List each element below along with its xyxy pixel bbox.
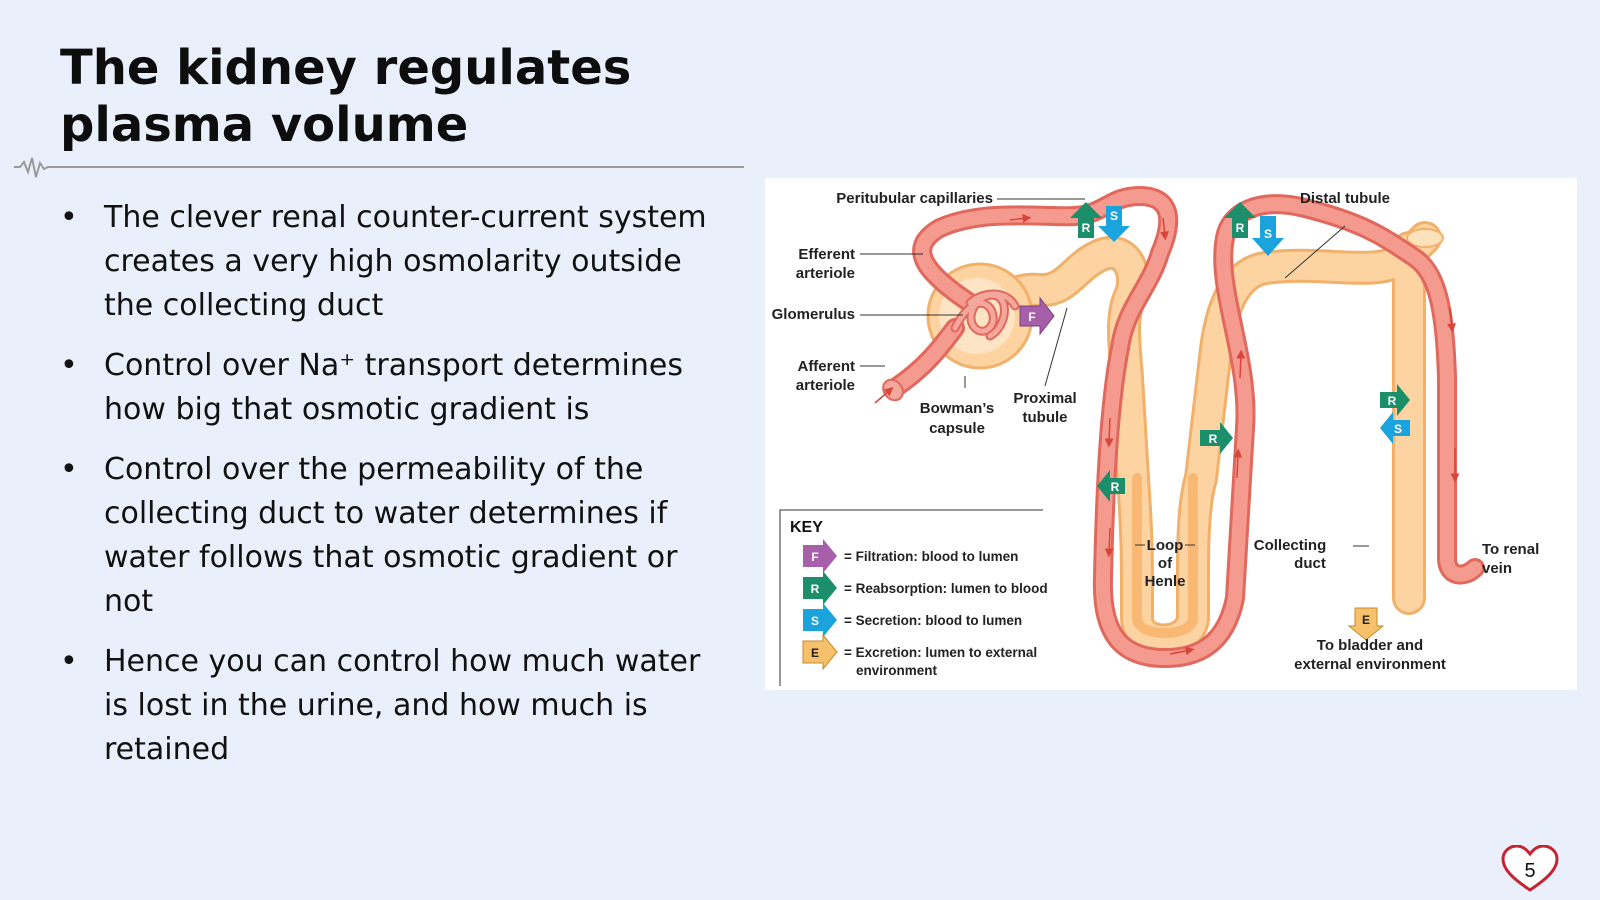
- label-efferent-arteriole: Efferent: [798, 246, 855, 263]
- svg-text:environment: environment: [856, 663, 938, 678]
- excretion-arrow-icon: E: [1347, 607, 1385, 641]
- svg-text:E: E: [811, 646, 819, 660]
- filtration-arrow-icon: F: [1019, 296, 1055, 336]
- label-to-renal-vein: To renal: [1482, 541, 1539, 558]
- svg-text:F: F: [811, 550, 818, 564]
- svg-text:capsule: capsule: [929, 420, 985, 437]
- heartbeat-divider: [14, 157, 744, 178]
- leader-lines: [860, 198, 1369, 547]
- svg-text:external environment: external environment: [1294, 656, 1446, 673]
- key-heading: KEY: [790, 519, 823, 536]
- svg-text:S: S: [1394, 422, 1402, 436]
- reabsorption-arrow-icon: R: [1380, 384, 1410, 416]
- slide-title-line-2: plasma volume: [60, 97, 469, 153]
- svg-text:S: S: [811, 614, 819, 628]
- svg-text:of: of: [1158, 555, 1173, 572]
- secretion-arrow-icon: S: [1252, 216, 1284, 256]
- bullet-item: The clever renal counter-current system …: [60, 196, 720, 328]
- key-secretion-label: = Secretion: blood to lumen: [844, 613, 1022, 628]
- svg-text:R: R: [1388, 394, 1397, 408]
- label-proximal-tubule: Proximal: [1013, 390, 1076, 407]
- label-distal-tubule: Distal tubule: [1300, 190, 1390, 207]
- svg-text:arteriole: arteriole: [796, 377, 855, 394]
- svg-text:F: F: [1028, 310, 1035, 324]
- secretion-arrow-icon: S: [1098, 206, 1130, 242]
- slide-title: The kidney regulates plasma volume: [60, 40, 740, 154]
- key-reabsorption-icon: R: [803, 571, 837, 605]
- key-secretion-icon: S: [803, 603, 837, 637]
- page-number: 5: [1524, 860, 1536, 882]
- svg-text:Henle: Henle: [1145, 573, 1186, 590]
- diagram-labels: Peritubular capillaries Efferent arterio…: [772, 190, 1540, 673]
- svg-text:R: R: [1236, 221, 1245, 235]
- key-reabsorption-label: = Reabsorption: lumen to blood: [844, 581, 1048, 596]
- key-filtration-label: = Filtration: blood to lumen: [844, 549, 1018, 564]
- bullet-item: Control over Na⁺ transport determines ho…: [60, 344, 720, 432]
- nephron-diagram: F R S R S R R R S E: [765, 178, 1577, 690]
- svg-text:tubule: tubule: [1023, 409, 1068, 426]
- label-loop-of-henle: Loop: [1147, 537, 1184, 554]
- svg-text:S: S: [1110, 209, 1118, 223]
- label-bowmans-capsule: Bowman’s: [920, 400, 994, 417]
- nephron-tubule: [958, 221, 1444, 658]
- label-collecting-duct: Collecting: [1254, 537, 1327, 554]
- bullet-item: Hence you can control how much water is …: [60, 640, 720, 772]
- reabsorption-arrow-icon: R: [1200, 422, 1233, 454]
- svg-text:S: S: [1264, 227, 1272, 241]
- svg-text:R: R: [1111, 480, 1120, 494]
- label-peritubular-capillaries: Peritubular capillaries: [836, 190, 993, 207]
- bullet-item: Control over the permeability of the col…: [60, 448, 720, 624]
- reabsorption-arrow-icon: R: [1224, 202, 1256, 238]
- diagram-key: KEY F = Filtration: blood to lumen R = R…: [779, 509, 1048, 686]
- svg-text:duct: duct: [1294, 555, 1326, 572]
- page-number-badge: 5: [1500, 844, 1560, 895]
- svg-text:E: E: [1362, 613, 1370, 627]
- flow-arrows: [874, 214, 1460, 656]
- label-afferent-arteriole: Afferent: [797, 358, 855, 375]
- key-excretion-label: = Excretion: lumen to external: [844, 645, 1037, 660]
- reabsorption-arrow-icon: R: [1070, 202, 1102, 238]
- label-glomerulus: Glomerulus: [772, 306, 855, 323]
- key-excretion-icon: E: [802, 633, 838, 671]
- key-filtration-icon: F: [803, 539, 837, 573]
- label-to-bladder: To bladder and: [1317, 637, 1423, 654]
- svg-text:R: R: [811, 582, 820, 596]
- secretion-arrow-icon: S: [1380, 412, 1410, 444]
- svg-text:arteriole: arteriole: [796, 265, 855, 282]
- svg-text:R: R: [1209, 432, 1218, 446]
- svg-text:R: R: [1082, 221, 1091, 235]
- heart-icon: [1501, 844, 1559, 892]
- reabsorption-arrow-icon: R: [1097, 470, 1125, 502]
- svg-text:vein: vein: [1482, 560, 1512, 577]
- slide-title-line-1: The kidney regulates: [60, 40, 632, 96]
- bullet-list: The clever renal counter-current system …: [60, 196, 720, 788]
